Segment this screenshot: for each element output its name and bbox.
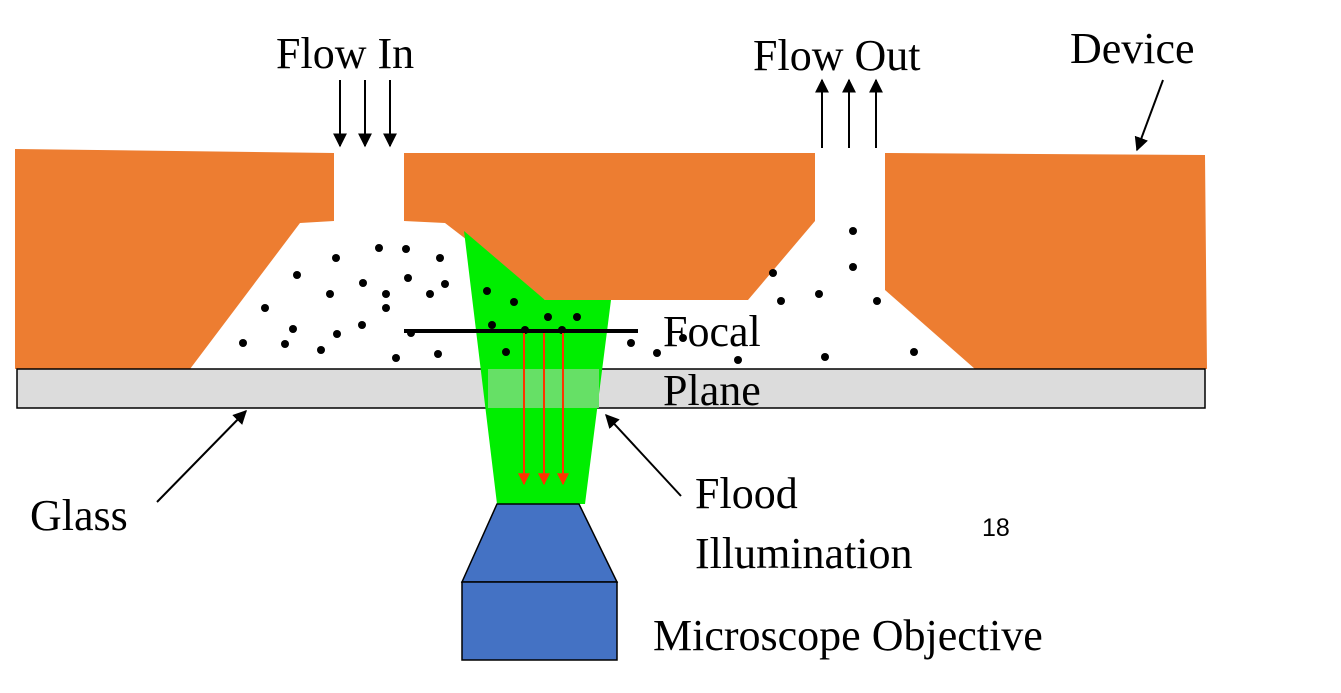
slide-number: 18 (982, 514, 1010, 542)
glass-pointer-arrow (156, 409, 247, 503)
focal-label: Focal (663, 307, 761, 356)
flow-out-arrows (815, 78, 883, 148)
glass-label: Glass (30, 491, 128, 540)
device-pointer-arrow (1134, 79, 1164, 152)
flow-out-label: Flow Out (753, 31, 920, 80)
signal-arrows (518, 333, 569, 486)
device-body (15, 149, 1207, 369)
microscope-objective-label: Microscope Objective (653, 611, 1043, 660)
objective-body (461, 581, 618, 661)
illumination-pointer-arrow (605, 413, 682, 497)
objective-top (460, 503, 619, 583)
flood-label: Flood (695, 469, 798, 518)
seed-particles (239, 227, 918, 364)
flow-in-arrows (333, 80, 397, 148)
plane-label: Plane (663, 366, 761, 415)
illumination-cone (464, 231, 611, 504)
device-label: Device (1070, 24, 1195, 73)
illumination-label: Illumination (695, 529, 913, 578)
glass-slide (16, 368, 1206, 409)
flow-in-label: Flow In (276, 29, 414, 78)
